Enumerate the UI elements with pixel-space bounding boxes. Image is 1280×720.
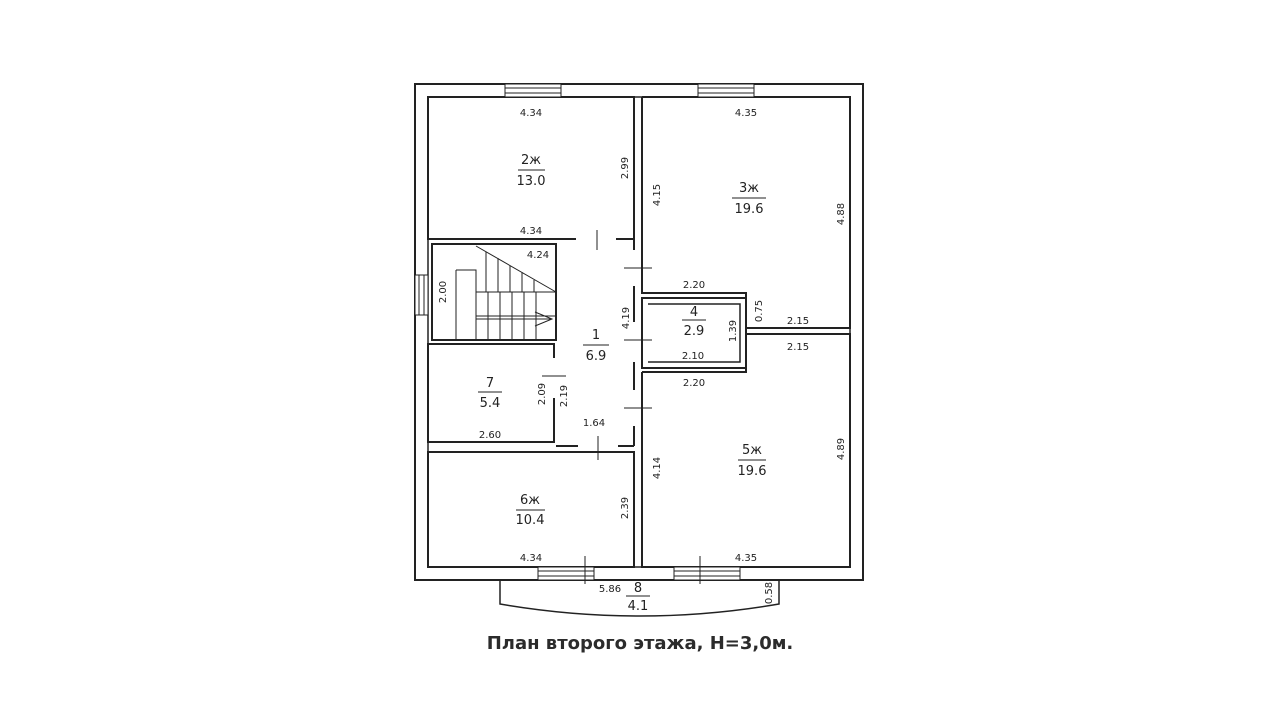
dim-balcony-width: 5.86 bbox=[599, 584, 621, 595]
dim-stair-top: 4.24 bbox=[527, 250, 549, 261]
door-balcony bbox=[584, 556, 701, 584]
dim-room-7-right: 2.09 bbox=[537, 383, 548, 405]
window-room-3 bbox=[697, 83, 755, 98]
room-3-area: 19.6 bbox=[735, 202, 764, 217]
room-8-number: 8 bbox=[634, 581, 642, 596]
window-room-2 bbox=[504, 83, 562, 98]
room-6-outline bbox=[427, 451, 635, 568]
room-7-number: 7 bbox=[486, 376, 494, 391]
room-5-area: 19.6 bbox=[738, 464, 767, 479]
dim-room-6-right: 2.39 bbox=[620, 497, 631, 519]
dim-room-5-top-right: 2.15 bbox=[787, 342, 809, 353]
room-6-number: 6ж bbox=[520, 493, 540, 508]
window-stairs bbox=[414, 274, 429, 316]
window-room-5 bbox=[673, 566, 741, 581]
dim-room-2-right: 2.99 bbox=[620, 157, 631, 179]
room-2-number: 2ж bbox=[521, 153, 541, 168]
door-room-6 bbox=[578, 436, 618, 460]
dim-room-5-top-mid: 2.20 bbox=[683, 378, 705, 389]
window-room-6 bbox=[537, 566, 595, 581]
balcony bbox=[499, 580, 780, 617]
door-room-7 bbox=[542, 358, 566, 398]
door-room-5 bbox=[624, 390, 652, 426]
dim-room-2-bottom: 4.34 bbox=[520, 226, 542, 237]
room-1-area: 6.9 bbox=[586, 349, 607, 364]
room-4-area: 2.9 bbox=[684, 324, 705, 339]
room-7-outline bbox=[427, 343, 555, 443]
door-room-2 bbox=[576, 230, 616, 250]
dim-room-1-bottom: 1.64 bbox=[583, 418, 605, 429]
room-5-number: 5ж bbox=[742, 443, 762, 458]
room-2-area: 13.0 bbox=[517, 174, 546, 189]
room-4-number: 4 bbox=[690, 305, 698, 320]
dim-room-4-right: 1.39 bbox=[728, 320, 739, 342]
dim-room-7-bottom: 2.60 bbox=[479, 430, 501, 441]
door-room-3 bbox=[624, 250, 652, 286]
room-3-number: 3ж bbox=[739, 181, 759, 196]
dim-room-3-right: 4.88 bbox=[836, 203, 847, 225]
room-8-area: 4.1 bbox=[628, 599, 649, 614]
dim-room-6-bottom: 4.34 bbox=[520, 553, 542, 564]
dim-room-5-bottom: 4.35 bbox=[735, 553, 757, 564]
dim-room-3-left: 4.15 bbox=[652, 184, 663, 206]
dim-room-4-bottom: 2.10 bbox=[682, 351, 704, 362]
dim-room-2-top: 4.34 bbox=[520, 108, 542, 119]
dim-stair-left: 2.00 bbox=[438, 281, 449, 303]
room-4-inner bbox=[648, 303, 741, 363]
outer-wall-outer bbox=[414, 83, 864, 581]
dim-room-5-left: 4.14 bbox=[652, 457, 663, 479]
dim-room-1-right: 4.19 bbox=[621, 307, 632, 329]
door-room-4 bbox=[624, 322, 652, 362]
dim-room-3-bottom-right: 2.15 bbox=[787, 316, 809, 327]
room-1-number: 1 bbox=[592, 328, 600, 343]
dim-room-1-left: 2.19 bbox=[559, 385, 570, 407]
room-6-area: 10.4 bbox=[516, 513, 545, 528]
staircase bbox=[455, 245, 557, 341]
room-7-area: 5.4 bbox=[480, 396, 501, 411]
plan-caption: План второго этажа, H=3,0м. bbox=[486, 633, 794, 654]
dim-room-3-top: 4.35 bbox=[735, 108, 757, 119]
dim-room-3-small: 0.75 bbox=[754, 300, 765, 322]
dim-room-5-right: 4.89 bbox=[836, 438, 847, 460]
room-5-outline bbox=[641, 333, 851, 568]
outer-wall-inner bbox=[427, 96, 851, 568]
dim-balcony-depth: 0.58 bbox=[764, 582, 775, 604]
dim-room-3-bottom-mid: 2.20 bbox=[683, 280, 705, 291]
